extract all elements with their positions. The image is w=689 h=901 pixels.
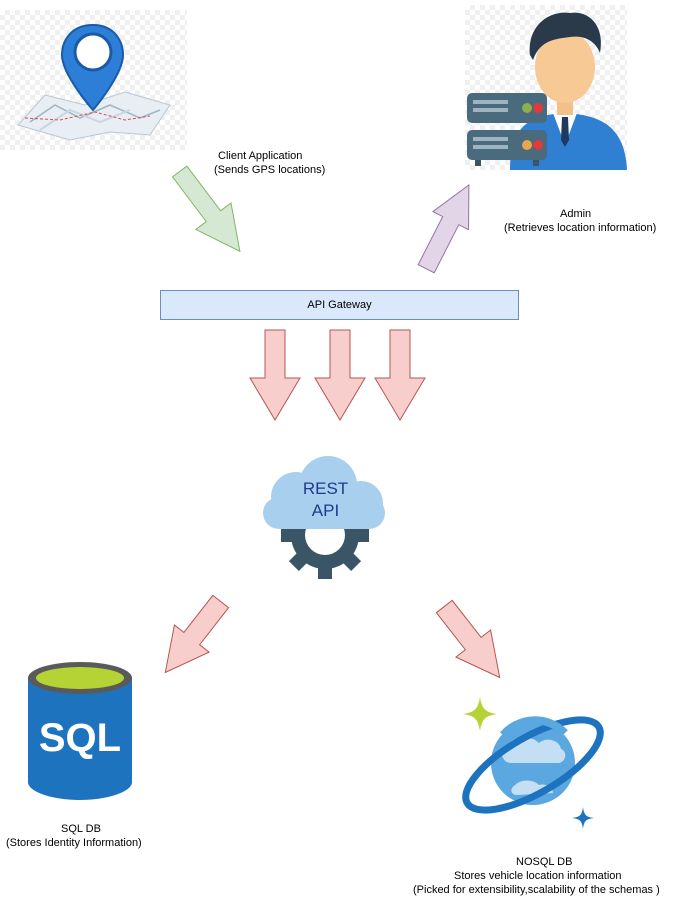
rest-api-icon: REST API bbox=[258, 455, 393, 580]
map-pin-image bbox=[0, 10, 187, 150]
sql-db-title: SQL DB bbox=[61, 823, 101, 835]
nosql-db-icon bbox=[455, 695, 610, 835]
red-down-arrow bbox=[249, 329, 301, 421]
red-arrow-to-nosql bbox=[435, 599, 501, 679]
rest-label-line2: API bbox=[311, 501, 340, 520]
nosql-db-subtitle: Stores vehicle location information bbox=[454, 870, 622, 882]
sql-icon-text: SQL bbox=[38, 716, 122, 760]
client-app-title: Client Application bbox=[218, 150, 303, 162]
sparkle-icon bbox=[463, 697, 497, 731]
cloud-gear-icon bbox=[258, 455, 393, 579]
rest-label-line1: REST bbox=[302, 479, 349, 498]
database-icon bbox=[28, 662, 132, 800]
nosql-db-note: (Picked for extensibility,scalability of… bbox=[413, 884, 660, 896]
admin-subtitle: (Retrieves location information) bbox=[504, 222, 657, 234]
server-icon bbox=[467, 93, 547, 166]
api-gateway-label: API Gateway bbox=[307, 299, 372, 311]
api-gateway-box: API Gateway bbox=[160, 290, 519, 320]
sql-db-subtitle: (Stores Identity Information) bbox=[6, 837, 142, 849]
nosql-db-title: NOSQL DB bbox=[516, 856, 573, 868]
admin-server-image bbox=[465, 5, 627, 170]
red-down-arrow bbox=[374, 329, 426, 421]
cosmos-planet-icon bbox=[462, 697, 604, 829]
map-location-icon bbox=[17, 23, 171, 141]
sql-db-icon: SQL bbox=[25, 660, 135, 800]
red-arrow-to-sql bbox=[164, 594, 230, 674]
admin-title: Admin bbox=[560, 208, 592, 220]
green-arrow bbox=[171, 165, 241, 253]
client-app-subtitle: (Sends GPS locations) bbox=[214, 164, 326, 176]
red-down-arrow bbox=[314, 329, 366, 421]
purple-arrow bbox=[417, 184, 470, 274]
